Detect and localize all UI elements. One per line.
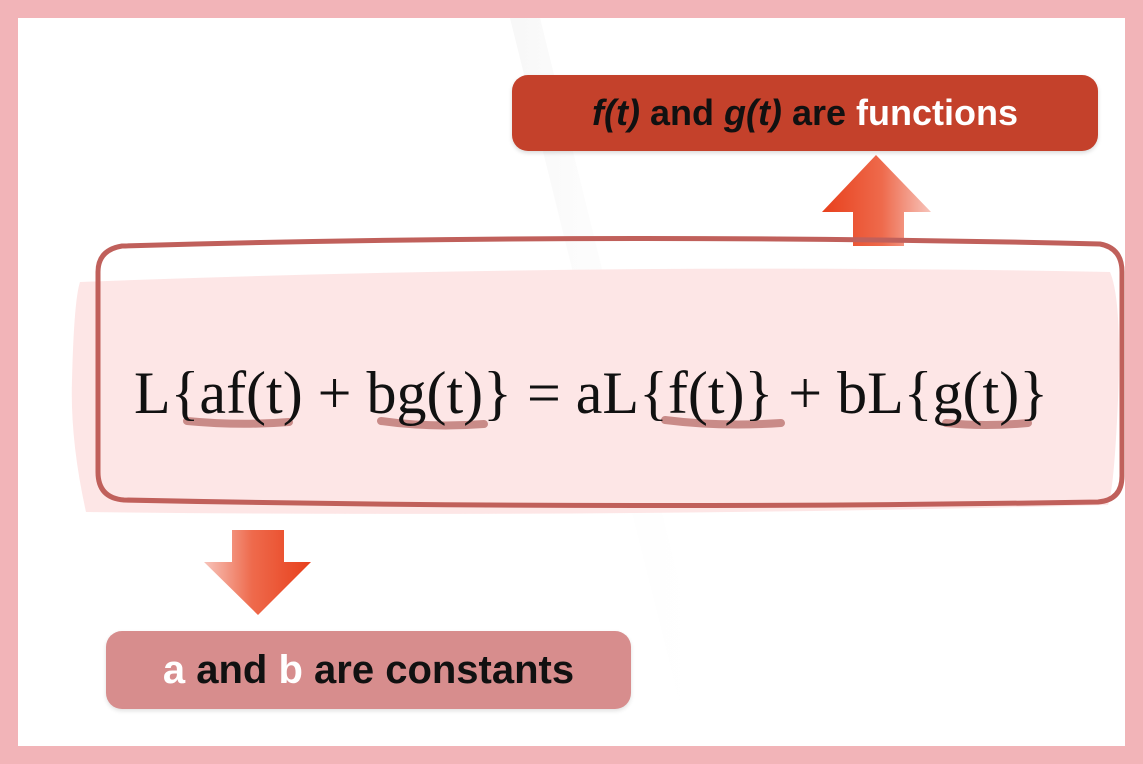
callout-b: b bbox=[278, 647, 303, 692]
down-arrow-icon bbox=[204, 530, 311, 615]
underline-f bbox=[661, 416, 785, 429]
callout-functions-word: functions bbox=[856, 92, 1018, 133]
functions-callout: f(t) and g(t) are functions bbox=[512, 75, 1098, 151]
callout-a: a bbox=[162, 647, 186, 692]
callout-and-2: and bbox=[185, 647, 279, 692]
up-arrow-icon bbox=[822, 155, 931, 246]
callout-g-of-t: g(t) bbox=[723, 92, 782, 133]
callout-are-constants: are constants bbox=[302, 647, 575, 692]
linearity-formula: L{af(t) + bg(t)} = aL{f(t)} + bL{g(t)} bbox=[133, 359, 1048, 426]
variable-underlines bbox=[183, 416, 1032, 430]
underline-af bbox=[183, 417, 293, 428]
callout-and-1: and bbox=[639, 92, 724, 133]
callout-are-1: are bbox=[781, 92, 856, 133]
callout-f-of-t: f(t) bbox=[592, 92, 640, 133]
constants-callout: a and b are constants bbox=[106, 631, 631, 709]
underline-g bbox=[942, 419, 1032, 429]
underline-bg bbox=[377, 417, 488, 430]
